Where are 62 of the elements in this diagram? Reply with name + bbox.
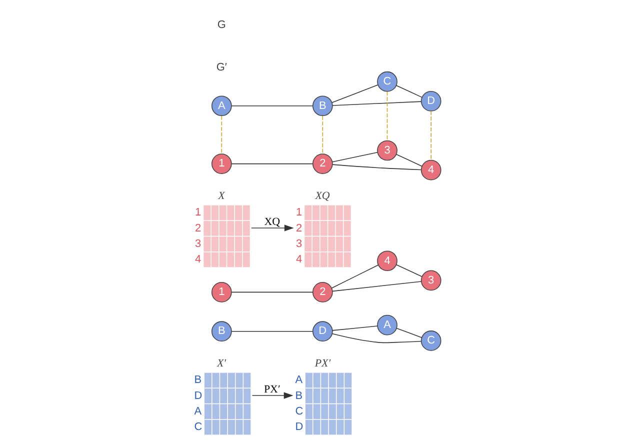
node-label: C [194, 421, 202, 434]
edge-label: PX′ [264, 384, 280, 396]
node-label: 4 [195, 254, 202, 266]
node-label: X [218, 190, 225, 202]
label: G′ [216, 61, 227, 74]
connector [231, 105, 314, 106]
connector [396, 154, 422, 167]
node-label: XQ [315, 190, 330, 202]
connector [332, 326, 378, 331]
node-label: X′ [216, 358, 226, 370]
node-circle: 2 [312, 282, 333, 302]
node-label: A [194, 405, 202, 418]
connector [332, 84, 378, 103]
node-label: 4 [296, 254, 302, 266]
node-circle: 1 [211, 282, 232, 302]
node-label: PX′ [314, 358, 331, 370]
node-circle: 3 [420, 270, 442, 291]
node-label: 3 [296, 238, 302, 250]
node-circle: A [211, 96, 232, 116]
node-circle: 3 [377, 140, 398, 161]
node-label: 2 [296, 222, 302, 234]
connector [386, 91, 388, 141]
node-circle: B [211, 321, 232, 342]
node-label: 3 [195, 238, 202, 250]
connector [332, 164, 422, 170]
arrow [252, 392, 294, 399]
connector [396, 328, 422, 338]
node-circle: 4 [377, 250, 398, 272]
node-circle: A [377, 314, 398, 336]
connector [231, 163, 314, 164]
node-label: B [194, 374, 202, 386]
node-circle: B [312, 96, 333, 116]
node-label: 2 [195, 222, 202, 234]
connector [332, 281, 422, 292]
node-circle: 2 [312, 154, 333, 174]
node-circle: D [312, 321, 333, 342]
arrow [251, 224, 294, 232]
node-label: D [295, 421, 304, 434]
label: G [217, 19, 226, 32]
connector [231, 292, 314, 293]
connector [221, 116, 222, 154]
connector [430, 110, 432, 160]
connector [332, 101, 422, 106]
node-circle: 1 [211, 154, 232, 174]
edge-label: XQ [264, 216, 280, 228]
node-label: D [194, 390, 202, 402]
node-label: 1 [296, 206, 302, 219]
node-circle: D [420, 91, 442, 112]
node-circle: 4 [420, 160, 442, 180]
connector [332, 152, 378, 162]
node-label: B [295, 390, 303, 402]
node-label: A [295, 374, 303, 386]
node-label: 1 [195, 206, 202, 219]
node-label: C [295, 405, 304, 418]
node-circle: C [377, 71, 398, 92]
node-circle: C [420, 330, 442, 351]
connector [396, 264, 422, 277]
connector [332, 333, 422, 344]
connector [322, 116, 324, 154]
connector [231, 330, 314, 332]
connector [331, 264, 379, 288]
connector [396, 85, 422, 98]
